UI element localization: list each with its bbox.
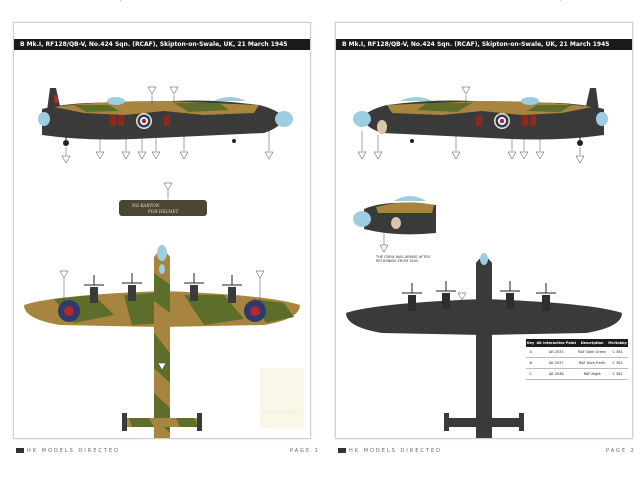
aircraft-artwork: NO BARTON FOR HELMET [24, 86, 304, 438]
table-header: Description [577, 339, 608, 347]
callout-markers-starboard [357, 86, 585, 164]
do-not-paint-note: DO NOT PAINT AREA [262, 410, 298, 414]
side-profile [38, 88, 293, 146]
nose-closeup [353, 196, 436, 253]
instruction-page-left: B Mk.I, RF128/QB-V, No.424 Sqn. (RCAF), … [13, 22, 311, 439]
brand-logo-icon [16, 448, 24, 453]
nose-art-detail: NO BARTON FOR HELMET [119, 182, 207, 216]
table-header: Key [526, 339, 536, 347]
instruction-page-right: B Mk.I, RF128/QB-V, No.424 Sqn. (RCAF), … [335, 22, 633, 439]
nose-note: THE CREW WAS ARRIVE AFTER RETURNING FROM… [376, 255, 430, 263]
paint-table: Key AK Interactive Paint Description Mr.… [526, 339, 628, 380]
do-not-paint-area [260, 368, 304, 428]
table-header: Mr.Hobby [607, 339, 628, 347]
footer-brand: HK MODELS DIRECTED [338, 448, 442, 458]
right-note: DO NOT PAINT AREA [560, 0, 561, 1]
svg-text:NO BARTON: NO BARTON [131, 203, 160, 208]
table-row: A AK 2033 RAF Dark Green C 361 [526, 347, 628, 358]
brand-logo-icon [338, 448, 346, 453]
table-header: AK Interactive Paint [535, 339, 578, 347]
bottom-view [346, 253, 622, 438]
top-view [24, 245, 300, 438]
table-row: C AK 2048 RAF Night C 362 [526, 368, 628, 380]
callout-markers [61, 86, 274, 164]
aircraft-artwork-starboard [346, 86, 622, 438]
side-profile-starboard [353, 88, 608, 146]
table-row: B AK 2037 RAF Dark Earth C 362 [526, 357, 628, 369]
page-title: B Mk.I, RF128/QB-V, No.424 Sqn. (RCAF), … [14, 39, 310, 50]
footer-page-number: PAGE 2 [606, 448, 636, 454]
footer-brand: HK MODELS DIRECTED [16, 448, 120, 458]
footer-page-number: PAGE 1 [290, 448, 320, 454]
top-callout-markers [59, 270, 265, 371]
nose-art-text: NO BARTON / FOR HELMET [120, 0, 121, 1]
page-title: B Mk.I, RF128/QB-V, No.424 Sqn. (RCAF), … [336, 39, 632, 50]
svg-text:FOR HELMET: FOR HELMET [147, 209, 180, 214]
